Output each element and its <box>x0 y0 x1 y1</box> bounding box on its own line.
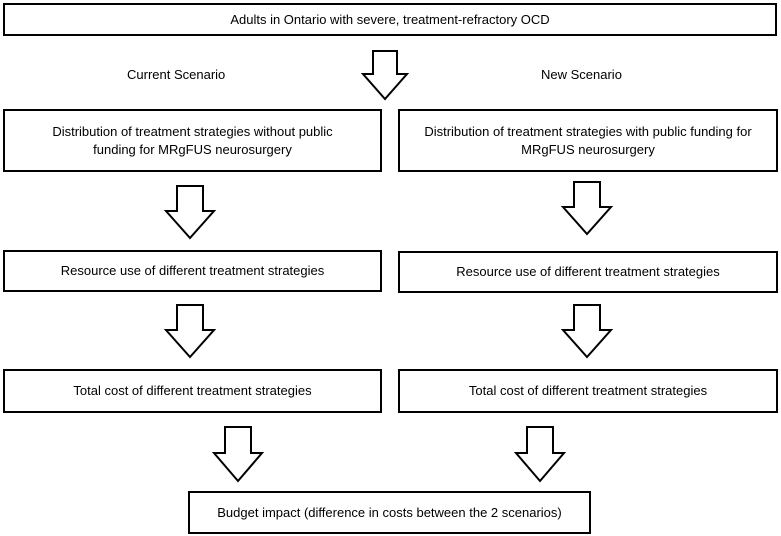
current-distribution-text: Distribution of treatment strategies wit… <box>52 123 333 157</box>
current-cost-box: Total cost of different treatment strate… <box>3 369 382 413</box>
budget-impact-text: Budget impact (difference in costs betwe… <box>217 504 562 520</box>
arrow-down-icon <box>560 181 614 236</box>
arrow-down-icon <box>360 50 410 101</box>
new-scenario-label: New Scenario <box>541 67 622 82</box>
arrow-down-icon <box>163 185 217 240</box>
arrow-down-icon <box>513 426 567 483</box>
new-distribution-text: Distribution of treatment strategies wit… <box>424 123 752 157</box>
new-resource-box: Resource use of different treatment stra… <box>398 251 778 293</box>
current-resource-box: Resource use of different treatment stra… <box>3 250 382 292</box>
new-cost-box: Total cost of different treatment strate… <box>398 369 778 413</box>
arrow-down-icon <box>560 304 614 359</box>
population-box: Adults in Ontario with severe, treatment… <box>3 3 777 36</box>
current-distribution-box: Distribution of treatment strategies wit… <box>3 109 382 172</box>
arrow-down-icon <box>163 304 217 359</box>
current-cost-text: Total cost of different treatment strate… <box>73 383 312 398</box>
population-text: Adults in Ontario with severe, treatment… <box>230 11 550 27</box>
budget-impact-box: Budget impact (difference in costs betwe… <box>188 491 591 534</box>
new-resource-text: Resource use of different treatment stra… <box>456 264 720 279</box>
arrow-down-icon <box>211 426 265 483</box>
current-scenario-label: Current Scenario <box>127 67 226 82</box>
current-resource-text: Resource use of different treatment stra… <box>60 263 325 278</box>
new-distribution-box: Distribution of treatment strategies wit… <box>398 109 778 172</box>
new-cost-text: Total cost of different treatment strate… <box>468 383 708 398</box>
